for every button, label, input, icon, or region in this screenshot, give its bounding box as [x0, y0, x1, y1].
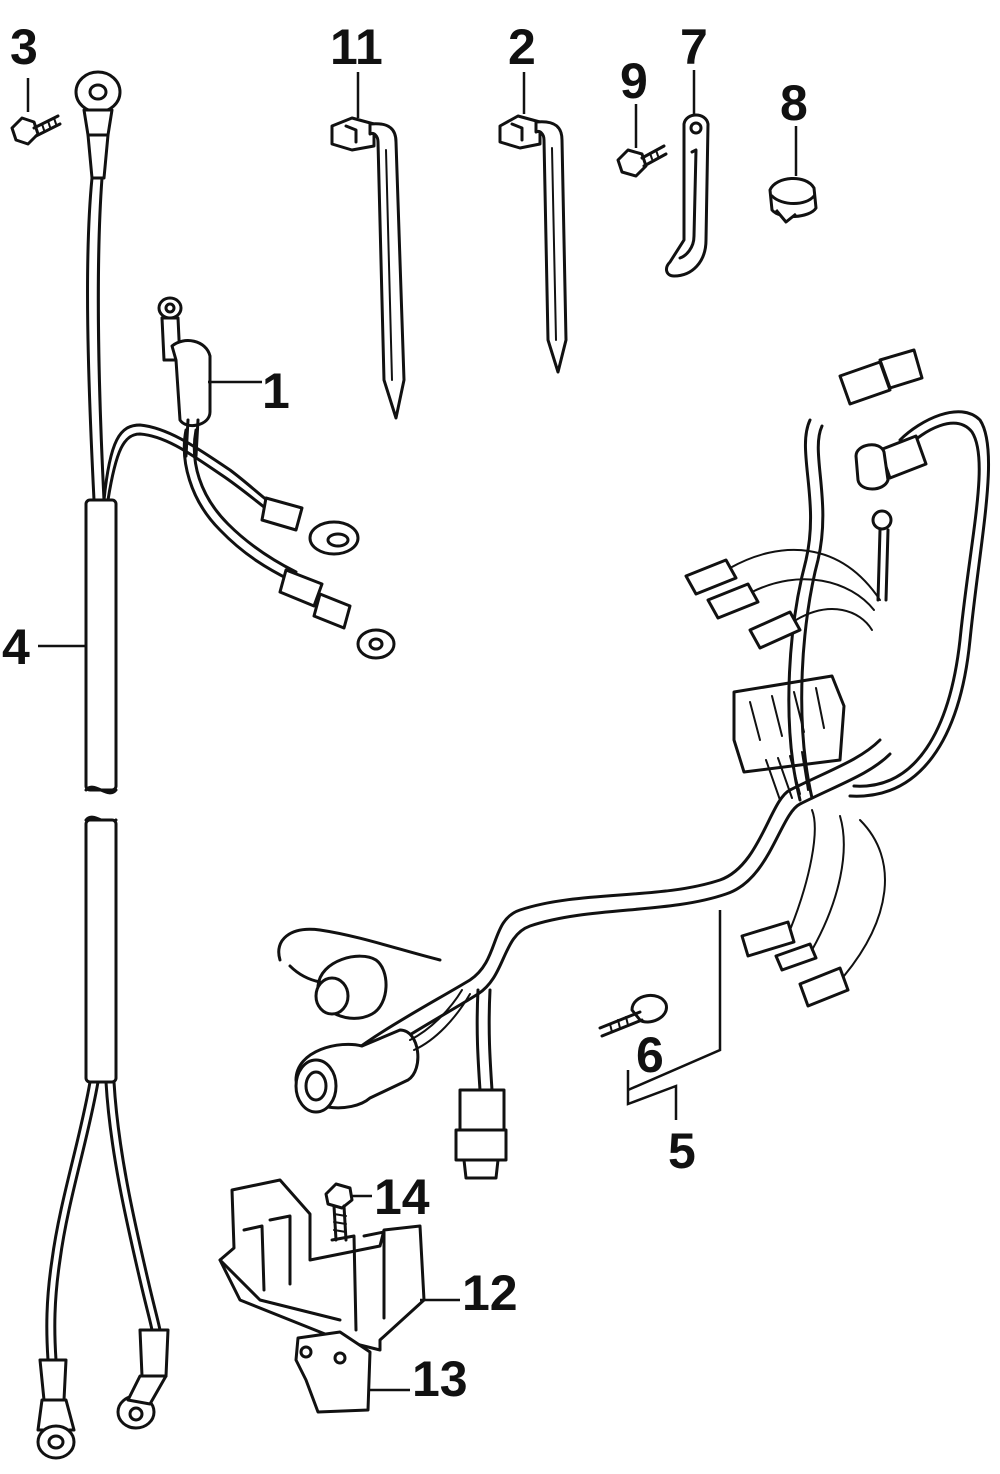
callout-3: 3	[10, 19, 38, 75]
callout-13: 13	[412, 1351, 468, 1407]
part-8-clip	[768, 177, 818, 224]
callout-12: 12	[462, 1265, 518, 1321]
part-14-screw	[324, 1182, 354, 1242]
callout-11: 11	[330, 19, 383, 75]
part-13-plate	[294, 1330, 372, 1414]
callout-1: 1	[262, 363, 290, 419]
leader-lines	[26, 70, 798, 1392]
callout-14: 14	[374, 1169, 430, 1225]
callout-2: 2	[508, 19, 536, 75]
callout-9: 9	[620, 53, 648, 109]
part-9-bolt	[616, 144, 668, 178]
callout-7: 7	[680, 19, 708, 75]
callout-8: 8	[780, 75, 808, 131]
part-4-battery-cable	[36, 70, 396, 1460]
part-2-cable-tie	[498, 114, 568, 374]
part-11-cable-tie	[330, 116, 406, 420]
part-1-terminal-boot	[157, 296, 212, 458]
callout-5: 5	[668, 1123, 696, 1179]
part-3-bolt	[10, 114, 62, 146]
part-5-wire-harness	[277, 348, 991, 1180]
callout-6: 6	[636, 1027, 664, 1083]
callout-4: 4	[2, 619, 30, 675]
part-7-bracket	[665, 113, 710, 278]
part-6-bolt	[598, 994, 668, 1038]
